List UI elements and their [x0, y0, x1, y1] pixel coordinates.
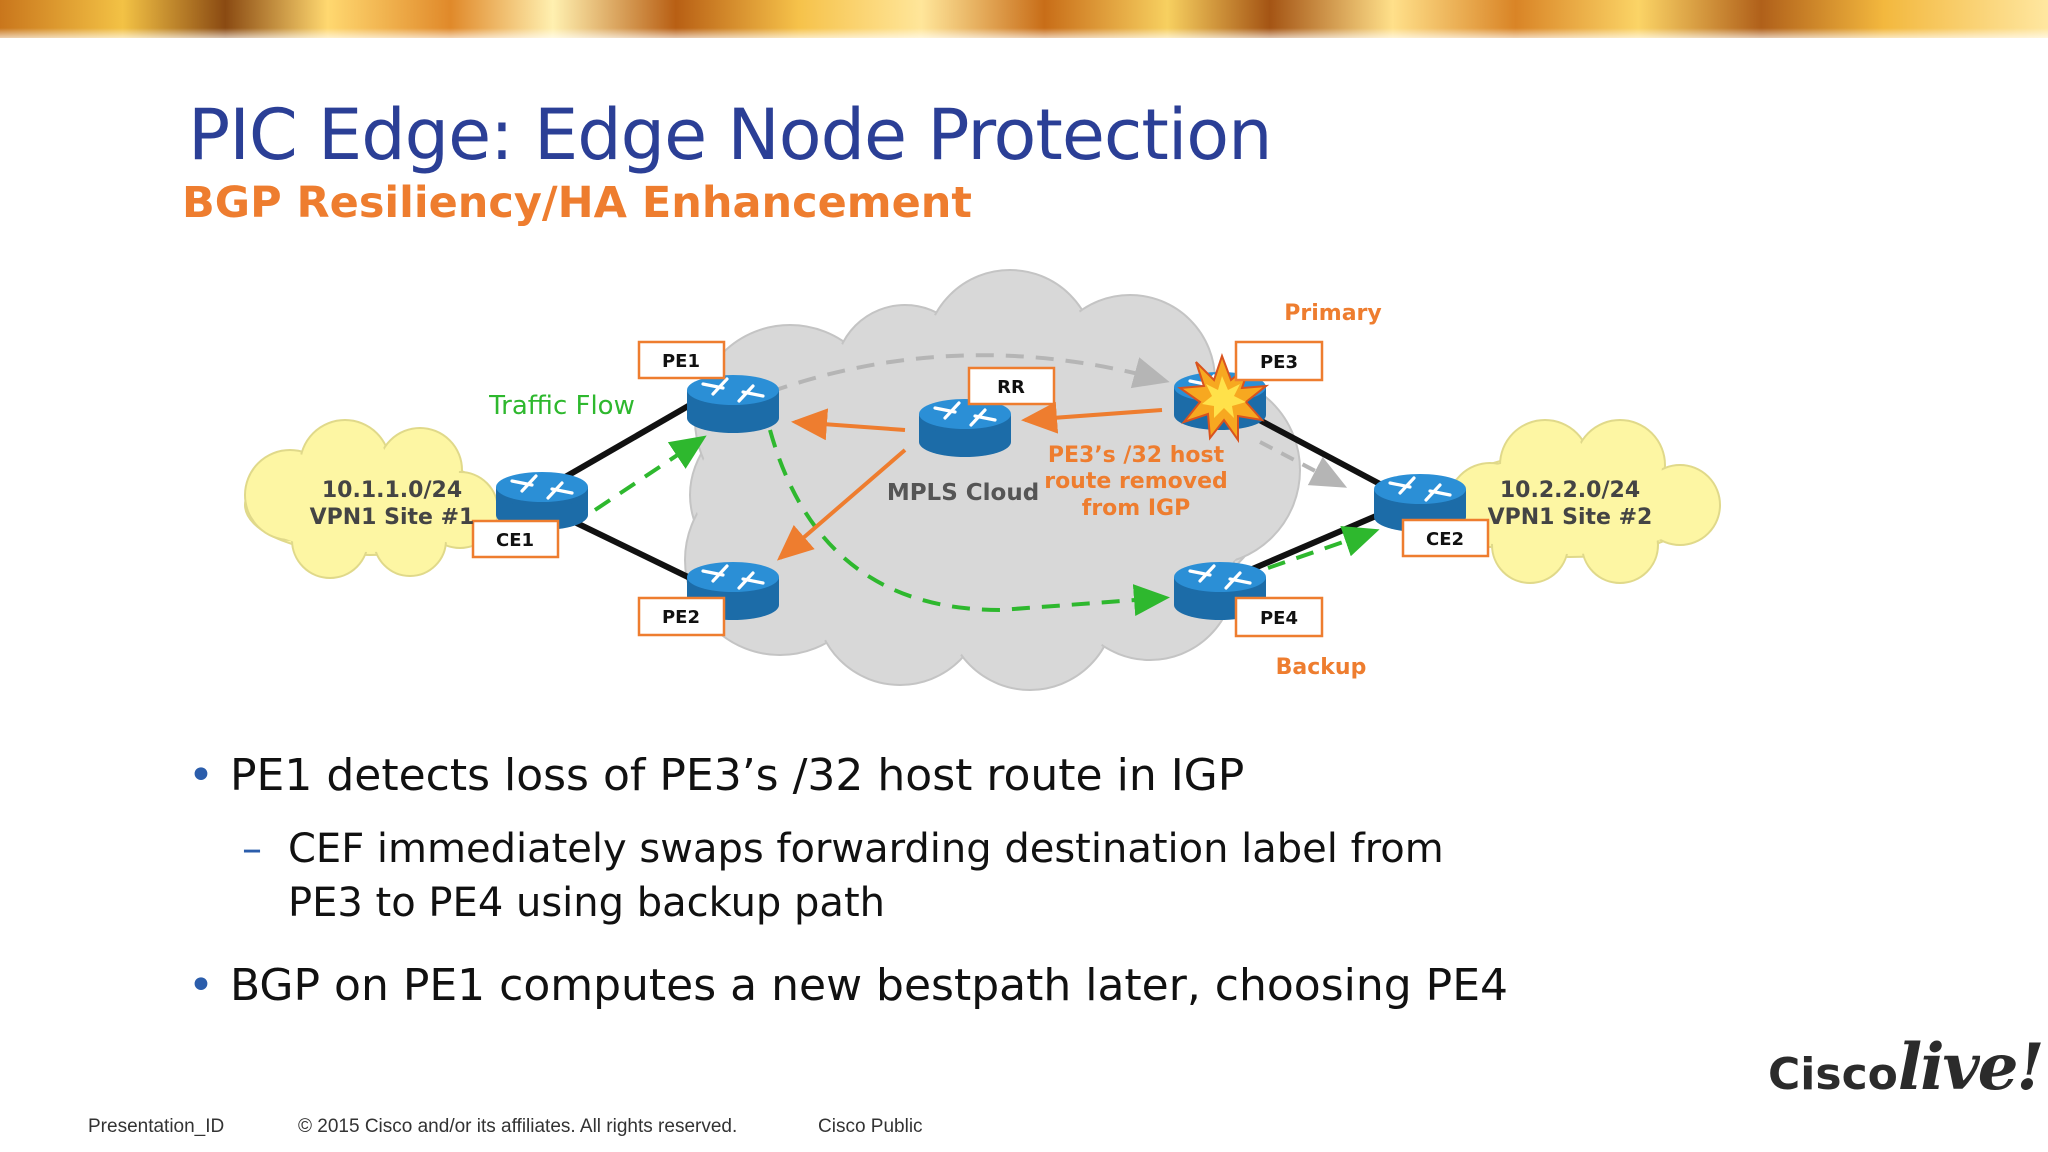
logo-brand: Cisco — [1768, 1049, 1898, 1100]
pe1-label: PE1 — [662, 351, 700, 372]
bullet-dot: • — [188, 750, 214, 801]
rr-label: RR — [997, 377, 1025, 398]
cisco-live-logo: Ciscolive! — [1768, 1030, 2045, 1105]
router-icon — [685, 373, 781, 435]
logo-event: live! — [1897, 1030, 2045, 1105]
primary-label: Primary — [1284, 301, 1381, 326]
annotation-line: PE3’s /32 host — [1048, 443, 1225, 468]
primary-path — [769, 353, 1170, 394]
backup-label: Backup — [1276, 655, 1367, 680]
network-diagram: PE1 RR PE3 CE1 CE2 PE2 PE4 10.1.1.0/24 V… — [244, 269, 1721, 691]
header-banner — [0, 0, 2048, 38]
pe3-label: PE3 — [1260, 352, 1298, 373]
traffic-flow-label: Traffic Flow — [488, 391, 635, 421]
bullet-text: BGP on PE1 computes a new bestpath later… — [230, 960, 1508, 1011]
site1-name: VPN1 Site #1 — [310, 505, 475, 530]
router-icon — [917, 397, 1013, 459]
site2-prefix: 10.2.2.0/24 — [1500, 478, 1640, 503]
traffic-flow-path — [593, 429, 1380, 617]
footer-presentation-id: Presentation_ID — [88, 1116, 225, 1137]
ce1-label: CE1 — [496, 530, 534, 551]
bullet-dot: • — [188, 960, 214, 1011]
slide-title: PIC Edge: Edge Node Protection — [188, 94, 1272, 176]
bullet-item: • PE1 detects loss of PE3’s /32 host rout… — [188, 750, 1244, 801]
site2-name: VPN1 Site #2 — [1488, 505, 1653, 530]
bullet-item: • BGP on PE1 computes a new bestpath late… — [188, 960, 1508, 1011]
sub-bullet-text: CEF immediately swaps forwarding destina… — [288, 826, 1444, 872]
annotation-line: route removed — [1044, 469, 1228, 494]
annotation-line: from IGP — [1082, 496, 1191, 521]
footer-classification: Cisco Public — [818, 1116, 923, 1137]
site1-prefix: 10.1.1.0/24 — [322, 478, 462, 503]
mpls-cloud-label: MPLS Cloud — [887, 480, 1039, 506]
rr-update-arrows — [776, 401, 1163, 561]
pe2-label: PE2 — [662, 607, 700, 628]
annotation: PE3’s /32 host route removed from IGP — [1044, 443, 1228, 521]
sub-bullet-dash: – — [242, 826, 262, 872]
bullet-text: PE1 detects loss of PE3’s /32 host route… — [230, 750, 1245, 801]
sub-bullet: –CEF immediately swaps forwarding destin… — [242, 822, 1444, 930]
links — [558, 402, 1397, 581]
sub-bullet-text: PE3 to PE4 using backup path — [288, 880, 885, 926]
footer-copyright: © 2015 Cisco and/or its affiliates. All … — [298, 1116, 738, 1137]
ce2-label: CE2 — [1426, 529, 1464, 550]
slide-subtitle: BGP Resiliency/HA Enhancement — [182, 178, 972, 228]
pe4-label: PE4 — [1260, 608, 1298, 629]
